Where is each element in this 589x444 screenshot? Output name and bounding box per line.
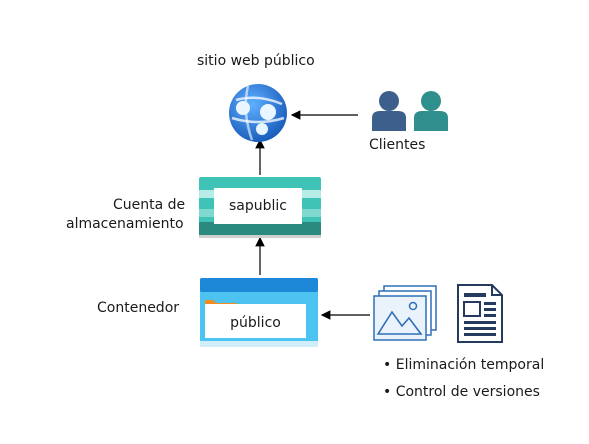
storage-label-line2: almacenamiento <box>66 216 184 232</box>
container-name: público <box>230 315 281 331</box>
container-name-box <box>205 304 306 338</box>
feature-item-versioning: • Control de versiones <box>383 384 540 400</box>
storage-name: sapublic <box>229 198 287 214</box>
users-label: Clientes <box>369 137 426 153</box>
container-label: Contenedor <box>97 300 180 316</box>
feature-item-soft-delete: • Eliminación temporal <box>383 357 545 373</box>
website-title: sitio web público <box>197 53 315 69</box>
storage-label-line1: Cuenta de <box>113 197 186 213</box>
storage-name-box <box>214 188 302 224</box>
